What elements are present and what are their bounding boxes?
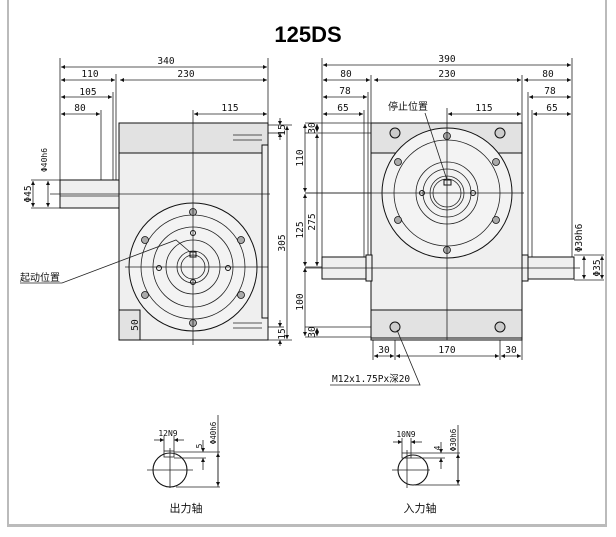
dim-80-left: 80 [340,69,352,80]
dim-110: 110 [81,69,98,80]
dim-30-top: 30 [307,122,318,134]
dim-340: 340 [157,56,174,67]
dim-phi30h6: Φ30h6 [574,223,585,252]
dim-80-right: 80 [542,69,554,80]
dim-65-left: 65 [337,103,348,114]
dim-phi40h6-section: Φ40h6 [209,421,218,444]
key-depth-5: 5 [195,443,204,448]
drawing-frame [7,0,607,527]
output-shaft-section: 12N9 5 Φ40h6 出力轴 [147,415,220,515]
right-view: 390 80 230 80 78 78 65 65 115 30 110 125… [295,54,604,386]
key-depth-4: 4 [433,445,442,450]
thread-note: M12x1.75Px深20 [332,374,410,385]
dim-230: 230 [438,69,455,80]
dim-78-left: 78 [339,86,351,97]
output-shaft-label: 出力轴 [170,501,203,515]
input-shaft-section: 10N9 4 Φ30h6 入力轴 [392,425,460,515]
key-10N9: 10N9 [396,430,415,439]
key-12N9: 12N9 [158,429,177,438]
dim-phi35: Φ35 [592,259,603,276]
dim-15-bottom: 15 [277,328,288,339]
drawing-title: 125DS [274,22,341,47]
stop-position-label: 停止位置 [388,100,428,113]
dim-230: 230 [177,69,194,80]
dim-100: 100 [295,293,306,310]
dim-phi30h6-section: Φ30h6 [449,428,458,451]
left-view: 340 110 230 105 80 115 15 15 305 50 Φ45 … [20,56,292,346]
dim-15-top: 15 [277,124,288,135]
dim-30-bottom: 30 [307,326,318,338]
dim-275: 275 [307,213,318,230]
mount-holes [389,127,506,333]
dim-phi40h6: Φ40h6 [40,148,49,172]
input-shaft-label: 入力轴 [404,501,437,515]
dim-110: 110 [295,149,306,166]
dim-170: 170 [438,345,455,356]
dim-30-base-left: 30 [378,345,390,356]
dim-305: 305 [277,234,288,251]
dim-125: 125 [295,221,306,238]
dim-105: 105 [79,87,96,98]
dim-50: 50 [130,319,141,331]
dim-390: 390 [438,54,455,65]
dim-115: 115 [221,103,238,114]
dim-30-base-right: 30 [505,345,517,356]
dim-phi45: Φ45 [23,185,34,202]
dim-78-right: 78 [544,86,556,97]
start-position-label: 起动位置 [20,271,60,284]
dim-80: 80 [74,103,86,114]
dim-65-right: 65 [546,103,557,114]
dim-115: 115 [475,103,492,114]
